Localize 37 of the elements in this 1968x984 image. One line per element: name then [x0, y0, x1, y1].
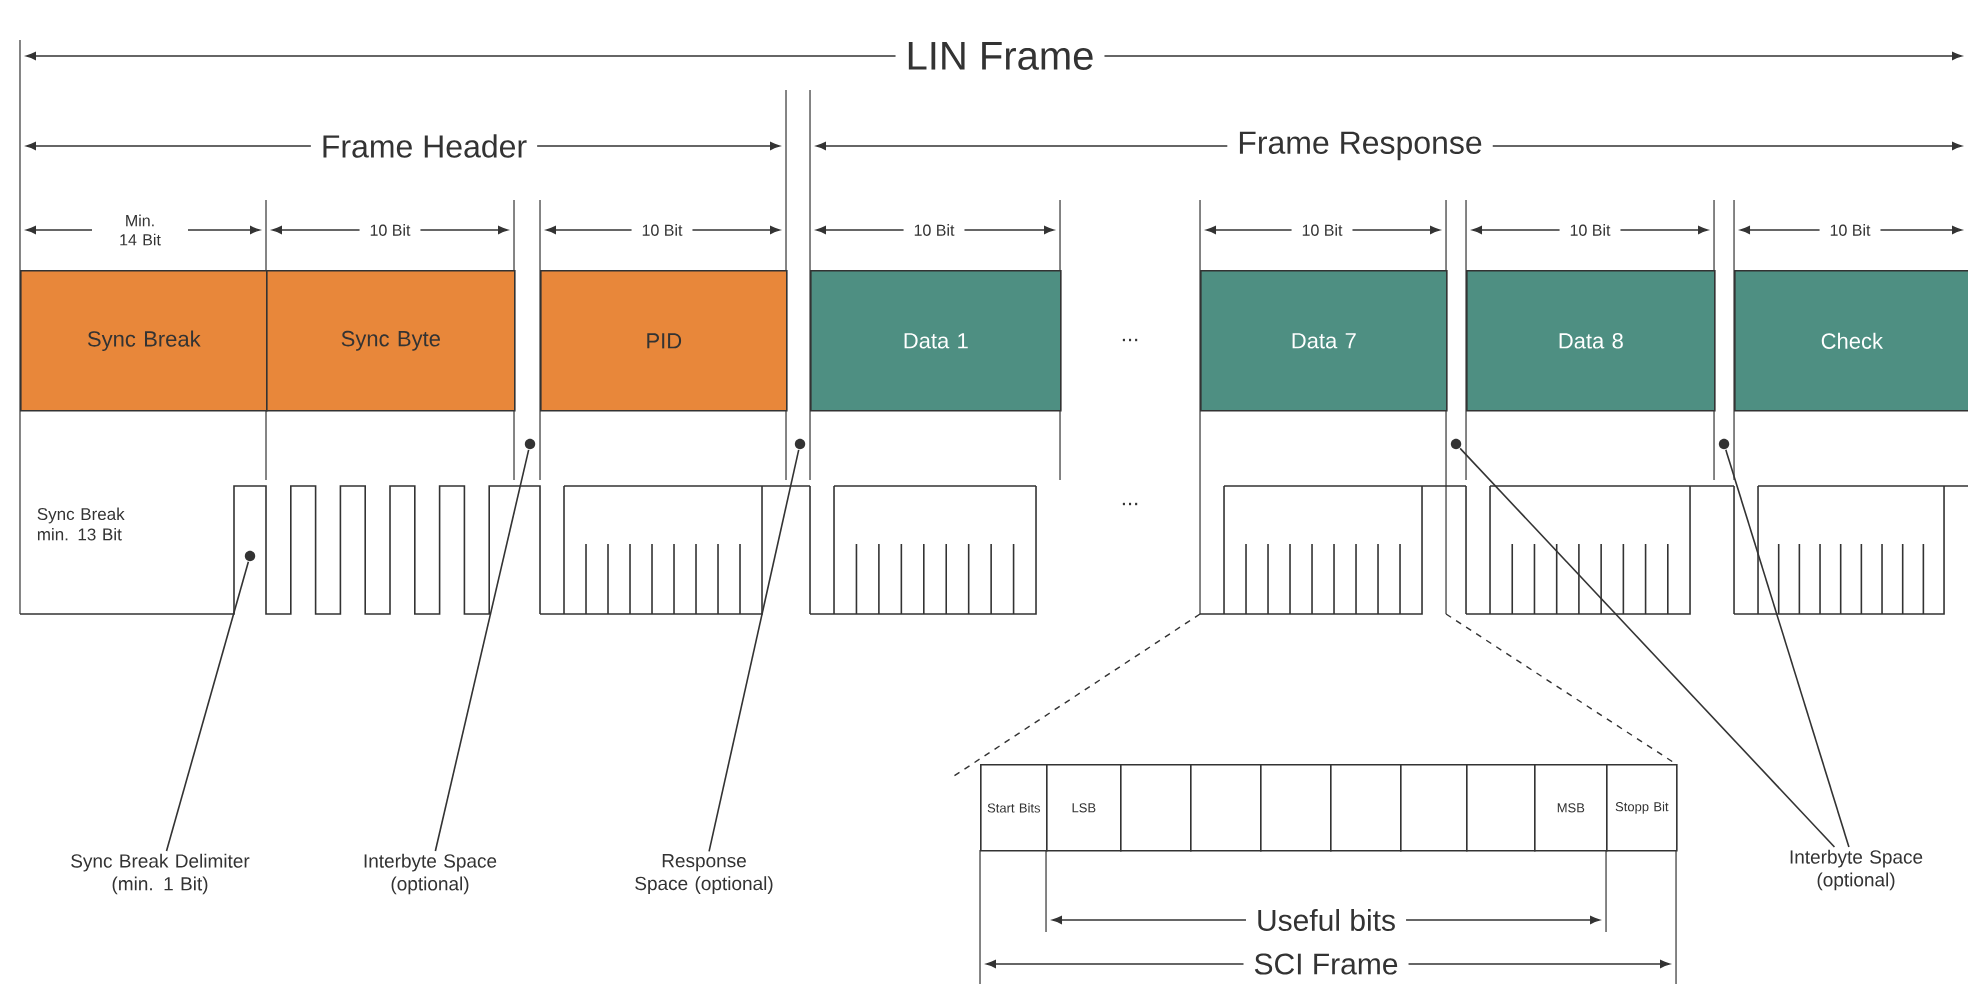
dimension-label: 10 Bit	[1291, 224, 1353, 236]
empty-bit-cell	[1260, 764, 1332, 852]
empty-bit-cell	[1330, 764, 1402, 852]
leader-line	[1459, 447, 1836, 848]
signal-label: Sync Break min. 13 Bit	[37, 507, 125, 541]
response-field-box: Check	[1734, 270, 1968, 412]
empty-bit-cell	[1400, 764, 1468, 852]
response-field-box: Data 8	[1466, 270, 1716, 412]
callout-text: Interbyte Space (optional)	[1790, 849, 1923, 891]
dimension-label: Useful bits	[1246, 909, 1407, 932]
dimension-label: Min. 14 Bit	[92, 214, 188, 246]
callout-text: Response Space (optional)	[635, 854, 773, 894]
leader-line	[165, 561, 250, 852]
dimension-label: 10 Bit	[903, 224, 965, 236]
empty-bit-cell	[1190, 764, 1262, 852]
dimension-label: SCI Frame	[1243, 953, 1409, 975]
callout-text: Sync Break Delimiter (min. 1 Bit)	[71, 853, 250, 895]
leader-line	[434, 449, 530, 852]
dimension-label: Frame Header	[310, 134, 538, 158]
leader-line	[1725, 448, 1850, 848]
header-field-box: Sync Break	[20, 270, 268, 412]
ellipsis: ...	[1122, 502, 1138, 506]
dimension-label: 10 Bit	[631, 224, 693, 236]
response-field-box: Data 1	[810, 270, 1062, 412]
ellipsis: ...	[1122, 338, 1138, 342]
dimension-label: 10 Bit	[1819, 224, 1881, 236]
empty-bit-cell	[1466, 764, 1536, 852]
empty-bit-cell	[1120, 764, 1192, 852]
callout-text: Interbyte Space (optional)	[364, 853, 497, 895]
dimension-label: Frame Response	[1227, 131, 1493, 161]
leader-line	[708, 449, 800, 853]
dimension-label: 10 Bit	[359, 224, 421, 236]
header-field-box: PID	[540, 270, 788, 412]
dimension-label: 10 Bit	[1559, 224, 1621, 236]
response-field-box: Data 7	[1200, 270, 1448, 412]
header-field-box: Sync Byte	[266, 270, 516, 412]
dimension-label: LIN Frame	[895, 42, 1105, 70]
